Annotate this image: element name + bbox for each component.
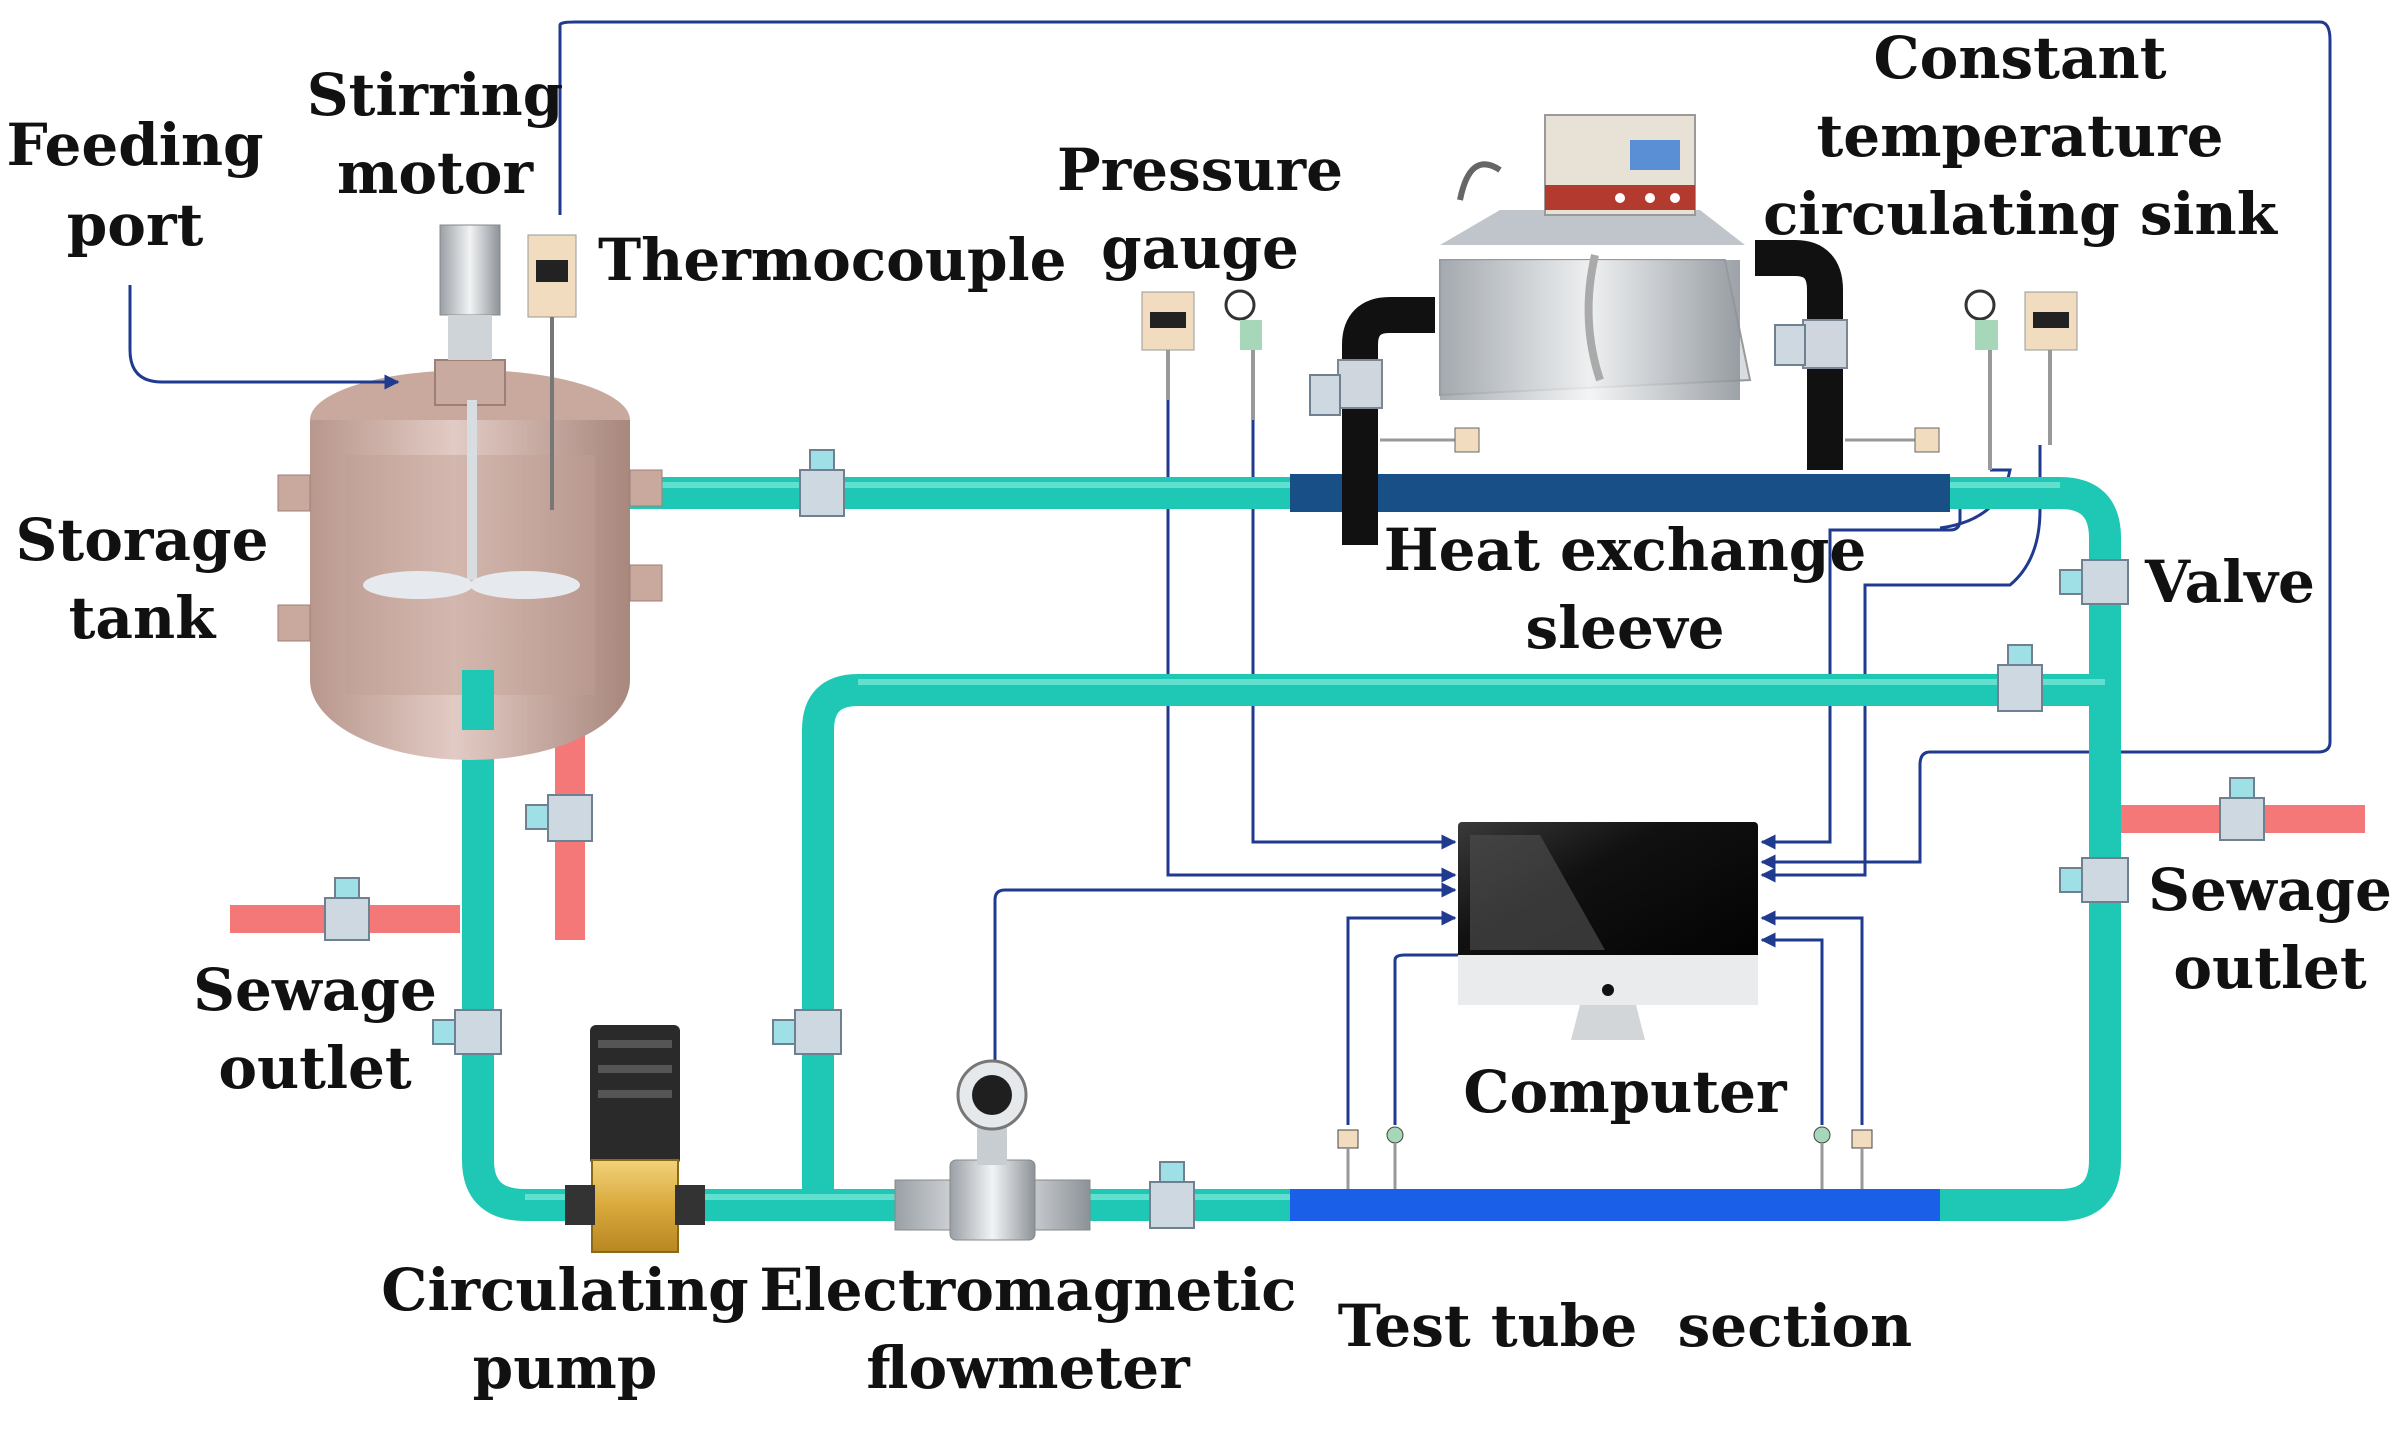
test-section-sensors xyxy=(1337,1126,1873,1189)
heat-exchange-sleeve-tube xyxy=(1290,474,1950,512)
thermocouple-to-computer-wire xyxy=(558,20,2332,870)
label-circulating-pump-2: pump xyxy=(473,1334,658,1402)
label-sewage-outlet-right-1: Sewage xyxy=(2148,856,2392,924)
pressure-gauge-right xyxy=(1964,289,1998,470)
label-sewage-outlet-right-2: outlet xyxy=(2173,934,2367,1002)
test-sensor-4-wire xyxy=(1760,910,1864,1125)
pressure-gauge-left xyxy=(1224,289,1262,420)
valves xyxy=(324,324,2265,1229)
pipe-bypass xyxy=(802,674,2105,1205)
label-thermocouple: Thermocouple xyxy=(598,226,1067,294)
label-constant-temp-sink-2: temperature xyxy=(1816,102,2223,170)
label-flowmeter-2: flowmeter xyxy=(866,1334,1191,1402)
flowmeter-wire xyxy=(993,882,1457,1080)
label-stirring-motor-2: motor xyxy=(337,139,535,207)
thermocouple-sensor xyxy=(527,234,577,510)
label-computer: Computer xyxy=(1463,1058,1788,1126)
sink-black-pipes xyxy=(1342,240,1843,545)
label-heat-exchange-sleeve-2: sleeve xyxy=(1525,594,1724,662)
label-sewage-outlet-left-2: outlet xyxy=(218,1034,412,1102)
label-constant-temp-sink-1: Constant xyxy=(1873,24,2166,92)
label-valve: Valve xyxy=(2144,548,2315,616)
label-heat-exchange-sleeve-1: Heat exchange xyxy=(1384,516,1866,584)
valve-bypass xyxy=(1997,664,2043,712)
valve-bypass-vertical xyxy=(794,1009,842,1055)
heat-sleeve-right-wire-1 xyxy=(1760,480,1962,850)
valve-right-lower xyxy=(2081,857,2129,903)
label-test-tube-section: Test tube section xyxy=(1338,1292,1912,1360)
feeding-port-arrow xyxy=(128,285,400,390)
valve-top-pipe xyxy=(799,469,845,517)
label-sewage-outlet-left-1: Sewage xyxy=(193,956,437,1024)
main-pipes xyxy=(462,477,2121,1221)
label-circulating-pump-1: Circulating xyxy=(381,1256,748,1324)
electromagnetic-flowmeter xyxy=(894,1059,1091,1241)
label-storage-tank-2: tank xyxy=(69,584,218,652)
stirring-motor xyxy=(439,224,501,360)
heat-sleeve-right-wire-2 xyxy=(1760,445,2042,883)
valve-right-upper xyxy=(2081,559,2129,605)
constant-temperature-sink xyxy=(1439,114,1752,400)
label-pressure-gauge-2: gauge xyxy=(1101,214,1299,282)
labels: Feeding port Stirring motor Thermocouple… xyxy=(6,24,2391,1402)
label-flowmeter-1: Electromagnetic xyxy=(759,1256,1296,1324)
valve-heat-sleeve-right xyxy=(1774,324,1806,366)
label-feeding-port-2: port xyxy=(67,191,204,259)
sink-pipe-left xyxy=(1342,297,1435,545)
valve-heat-sleeve-left xyxy=(1309,374,1341,416)
valve-sewage-left xyxy=(324,897,370,941)
valve-sewage-right xyxy=(2219,797,2265,841)
computer xyxy=(1458,822,1758,1040)
pressure-transmitter-left xyxy=(1141,291,1195,400)
label-constant-temp-sink-3: circulating sink xyxy=(1763,180,2279,248)
test-sensor-1-wire xyxy=(1346,910,1457,1125)
label-pressure-gauge-1: Pressure xyxy=(1057,136,1343,204)
test-sensor-2-wire xyxy=(1393,947,1604,1125)
sink-pipe-right xyxy=(1755,240,1843,470)
test-sensor-3-wire xyxy=(1760,932,1824,1125)
pressure-transmitter-right xyxy=(2024,291,2078,445)
test-tube-section xyxy=(1290,1189,1940,1221)
tank-outlet-pipe xyxy=(462,670,494,730)
pressure-sensor-left-wire xyxy=(1166,340,1457,883)
label-feeding-port-1: Feeding xyxy=(6,111,263,179)
valve-bottom-pipe xyxy=(1149,1181,1195,1229)
valve-left-vertical xyxy=(454,1009,502,1055)
sink-pipe-left-clamp xyxy=(1337,359,1383,409)
valve-sewage-vertical xyxy=(547,794,593,842)
circulating-pump xyxy=(565,1025,705,1253)
sleeve-thermocouples xyxy=(1380,427,1940,453)
sink-pipe-right-clamp xyxy=(1802,319,1848,369)
label-stirring-motor-1: Stirring xyxy=(307,61,564,129)
label-storage-tank-1: Storage xyxy=(16,506,269,574)
pipe-loop-main xyxy=(462,477,2121,1221)
